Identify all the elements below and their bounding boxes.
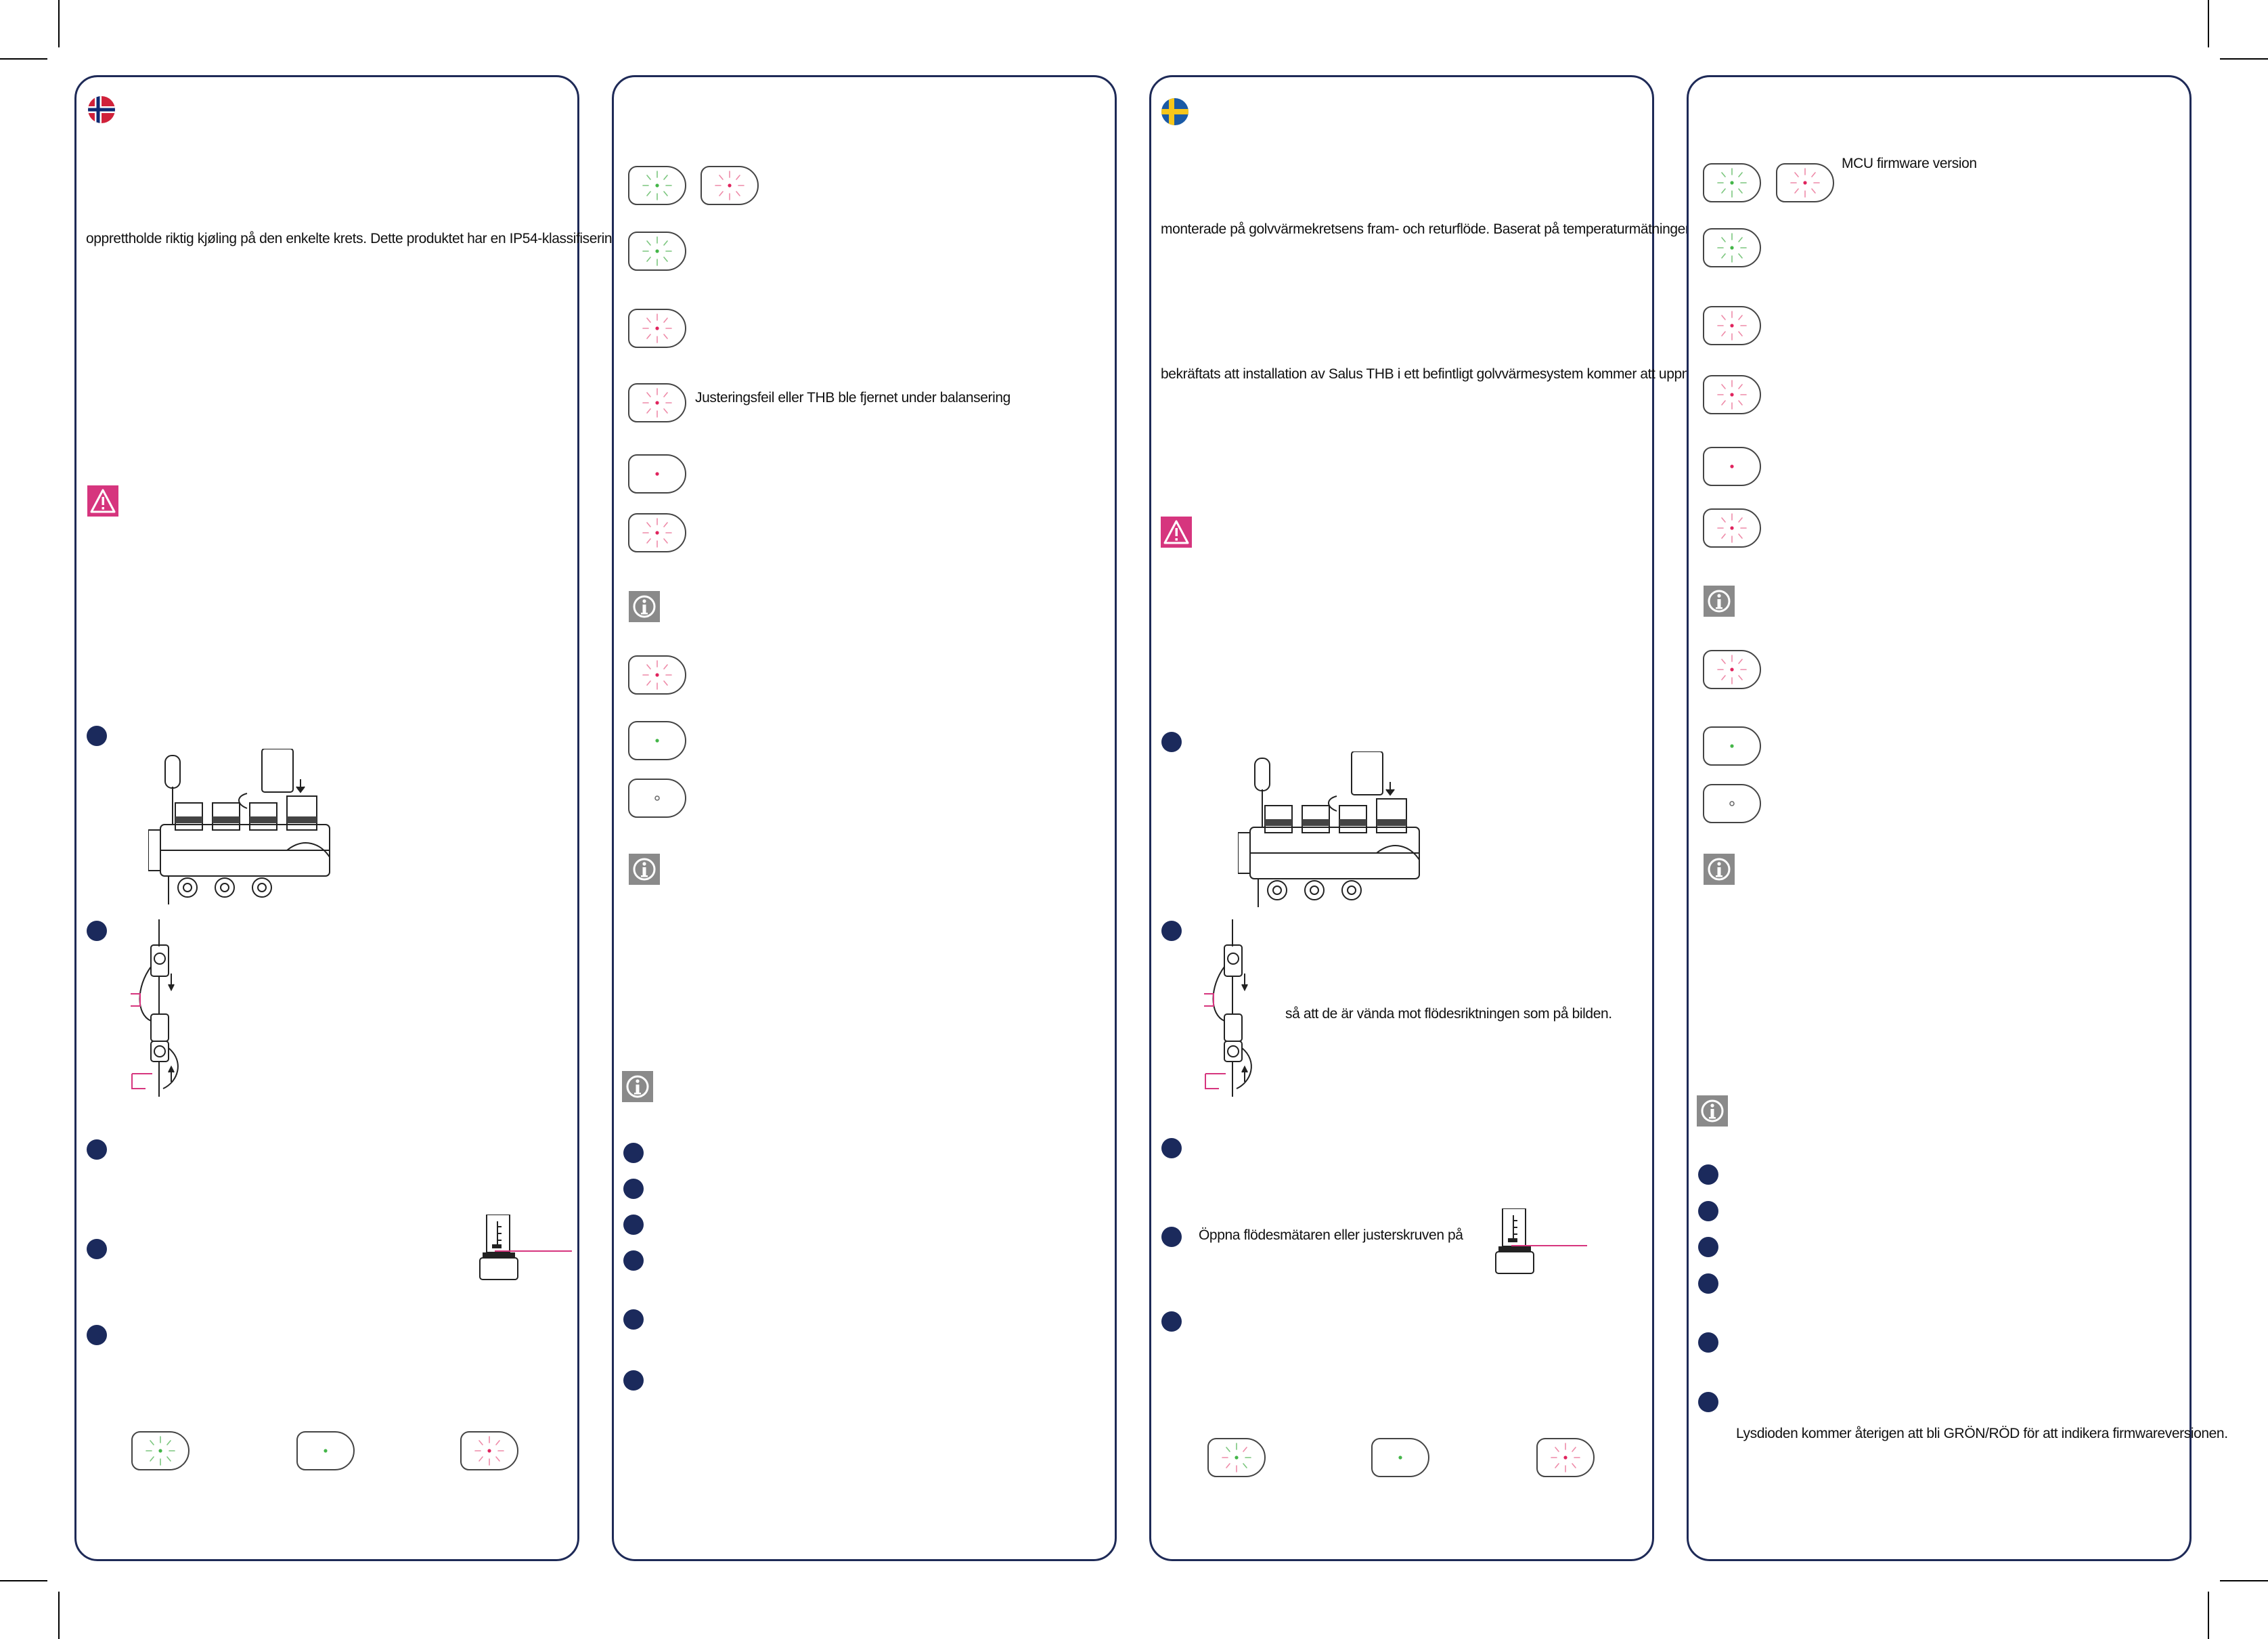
led-error-text: Justeringsfeil eller THB ble fjernet und… (695, 390, 1010, 406)
led-red-blinking-icon (1775, 162, 1835, 203)
intro-text-line-2: bekräftats att installation av Salus THB… (1161, 366, 1697, 382)
step-bullet-icon (87, 726, 107, 746)
step-bullet-icon (623, 1215, 644, 1235)
step-bullet-icon (623, 1309, 644, 1330)
led-red-blinking-icon (627, 512, 687, 553)
crop-mark (0, 58, 47, 60)
step-bullet-icon (623, 1143, 644, 1163)
sweden-flag-icon (1161, 98, 1188, 125)
info-icon (1704, 586, 1735, 617)
step-bullet-icon (1698, 1237, 1718, 1257)
led-red-solid-icon (1702, 446, 1762, 487)
sensor-direction-text: så att de är vända mot flödesriktningen … (1285, 1006, 1612, 1022)
led-green-solid-icon (627, 720, 687, 761)
step-bullet-icon (1698, 1164, 1718, 1185)
crop-mark (0, 1580, 47, 1581)
step-bullet-icon (1698, 1332, 1718, 1353)
step-bullet-icon (1698, 1392, 1718, 1412)
crop-mark (2208, 1592, 2209, 1639)
info-icon (1697, 1095, 1728, 1127)
led-green-blinking-icon (1207, 1437, 1266, 1478)
info-icon (622, 1071, 653, 1102)
led-green-blinking-icon (1702, 227, 1762, 268)
crop-mark (58, 0, 60, 47)
pipe-sensor-illustration (131, 919, 192, 1102)
step-bullet-icon (1698, 1273, 1718, 1294)
info-icon (629, 591, 660, 622)
led-red-blinking-icon (1702, 508, 1762, 548)
pipe-sensor-illustration (1204, 919, 1265, 1102)
crop-mark (2220, 1580, 2268, 1581)
led-green-blinking-icon (627, 231, 687, 271)
led-green-blinking-icon (1702, 162, 1762, 203)
flowmeter-callout-line (495, 1250, 572, 1252)
manifold-illustration (148, 749, 331, 904)
led-green-blinking-icon (131, 1430, 190, 1471)
step-bullet-icon (87, 1239, 107, 1259)
step-bullet-icon (87, 921, 107, 941)
firmware-version-label: MCU firmware version (1842, 156, 1977, 171)
intro-text: opprettholde riktig kjøling på den enkel… (86, 231, 620, 246)
step-bullet-icon (87, 1325, 107, 1345)
flowmeter-callout-line (1511, 1245, 1587, 1246)
panel-swedish-led-status: MCU firmware version Lysdioden kommer åt… (1687, 75, 2228, 1561)
crop-mark (2220, 58, 2268, 60)
firmware-led-text: Lysdioden kommer återigen att bli GRÖN/R… (1736, 1426, 2228, 1441)
led-red-blinking-icon (627, 655, 687, 695)
info-icon (1704, 854, 1735, 885)
warning-triangle-icon (1161, 517, 1192, 548)
led-off-icon (627, 778, 687, 818)
step-bullet-icon (1161, 1311, 1182, 1332)
led-green-solid-icon (1702, 726, 1762, 766)
manifold-illustration (1238, 751, 1421, 907)
step-bullet-icon (623, 1370, 644, 1391)
led-red-blinking-icon (627, 383, 687, 423)
led-red-blinking-icon (1702, 649, 1762, 690)
led-green-blinking-icon (627, 165, 687, 206)
flowmeter-illustration (476, 1215, 523, 1282)
info-icon (629, 854, 660, 885)
led-green-solid-icon (296, 1430, 355, 1471)
led-red-blinking-icon (1536, 1437, 1595, 1478)
panel-norwegian-led-status: Justeringsfeil eller THB ble fjernet und… (612, 75, 1117, 1561)
step-bullet-icon (1698, 1201, 1718, 1221)
led-red-blinking-icon (700, 165, 759, 206)
norway-flag-icon (88, 96, 115, 123)
step-bullet-icon (87, 1139, 107, 1160)
led-red-blinking-icon (627, 308, 687, 349)
panel-norwegian: opprettholde riktig kjøling på den enkel… (74, 75, 620, 1561)
step-bullet-icon (1161, 921, 1182, 941)
crop-mark (58, 1592, 60, 1639)
panel-swedish: monterade på golvvärmekretsens fram- och… (1149, 75, 1697, 1561)
step-bullet-icon (1161, 1138, 1182, 1158)
intro-text-line-1: monterade på golvvärmekretsens fram- och… (1161, 221, 1693, 237)
led-green-solid-icon (1371, 1437, 1430, 1478)
step-bullet-icon (1161, 732, 1182, 752)
crop-mark (2208, 0, 2209, 47)
led-red-solid-icon (627, 454, 687, 494)
led-red-blinking-icon (1702, 305, 1762, 346)
step-bullet-icon (623, 1179, 644, 1199)
led-off-icon (1702, 783, 1762, 824)
step-bullet-icon (623, 1250, 644, 1271)
step-bullet-icon (1161, 1227, 1182, 1247)
led-red-blinking-icon (1702, 374, 1762, 415)
warning-triangle-icon (87, 485, 118, 517)
led-red-blinking-icon (460, 1430, 519, 1471)
flowmeter-illustration (1492, 1208, 1539, 1276)
flowmeter-instruction-text: Öppna flödesmätaren eller justerskruven … (1199, 1227, 1463, 1243)
